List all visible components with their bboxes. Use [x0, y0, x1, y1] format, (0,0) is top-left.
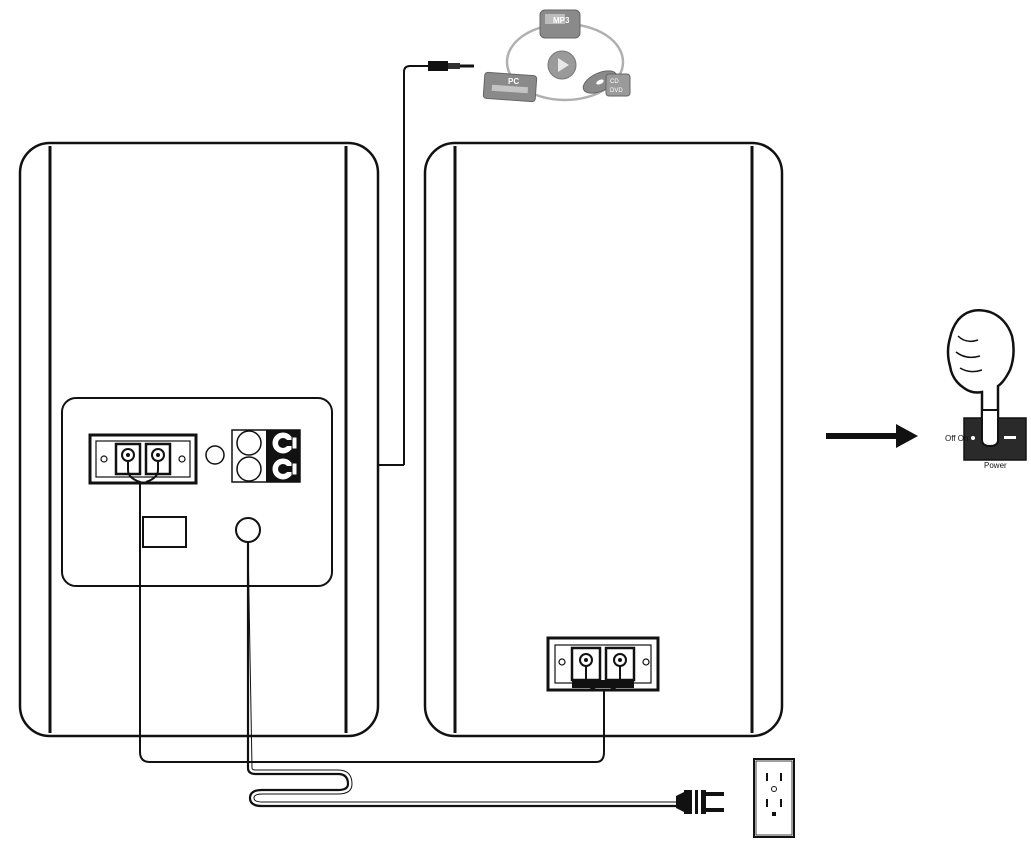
right-speaker: [423, 141, 784, 738]
pc-label: PC: [508, 77, 519, 86]
play-disc-icon: [547, 50, 577, 80]
rca-input-jacks: [231, 429, 301, 483]
power-switch-illustration: Off On Power: [945, 309, 1027, 470]
off-on-label: Off On: [945, 434, 968, 443]
power-cord: [246, 541, 724, 814]
left-speaker: [18, 141, 380, 738]
speaker-cable: [127, 460, 621, 763]
volume-knob: [205, 445, 225, 465]
mp3-label: MP3: [553, 16, 570, 25]
speaker-output-terminal: [88, 433, 198, 485]
power-label: Power: [984, 461, 1007, 470]
audio-sources-group: MP3 PC CD DVD: [482, 9, 631, 103]
cd-label: CD: [610, 79, 619, 85]
wall-outlet-icon: [753, 758, 795, 838]
power-plug-icon: [676, 790, 724, 814]
mp3-player-icon: MP3: [539, 9, 581, 39]
pc-icon: PC: [482, 71, 538, 103]
power-socket: [235, 517, 261, 543]
cd-dvd-icon: CD DVD: [582, 70, 631, 97]
speaker-input-terminal: [546, 636, 660, 692]
rear-panel: [61, 397, 333, 587]
dvd-label: DVD: [610, 88, 623, 94]
mini-jack-plug: [428, 61, 448, 71]
arrow-right-icon: [826, 424, 918, 448]
label-plate: [142, 516, 187, 548]
